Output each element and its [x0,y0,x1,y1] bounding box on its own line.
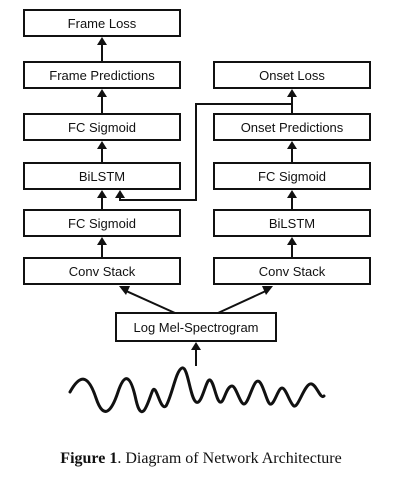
node-frame-fc-sigmoid-top: FC Sigmoid [23,113,181,141]
figure-caption: Figure 1. Diagram of Network Architectur… [0,450,402,468]
node-frame-predictions-label: Frame Predictions [49,68,155,83]
node-frame-loss: Frame Loss [23,9,181,37]
figure-caption-label: Figure 1 [60,450,118,467]
node-frame-conv-stack-label: Conv Stack [69,264,136,279]
edge-onset-conv-stack-to-onset-bilstm [287,237,297,258]
audio-waveform-icon [68,366,326,414]
node-onset-conv-stack-label: Conv Stack [259,264,326,279]
figure-caption-text: . Diagram of Network Architecture [117,450,342,467]
node-onset-bilstm: BiLSTM [213,209,371,237]
node-onset-bilstm-label: BiLSTM [269,216,315,231]
edge-onset-fc-sigmoid-to-onset-predictions [287,141,297,163]
node-onset-fc-sigmoid-label: FC Sigmoid [258,169,326,184]
node-frame-predictions: Frame Predictions [23,61,181,89]
node-log-mel-spectrogram-label: Log Mel-Spectrogram [134,320,259,335]
node-onset-conv-stack: Conv Stack [213,257,371,285]
edge-spectrogram-to-onset-conv-stack [217,286,273,314]
node-frame-fc-sigmoid-bottom-label: FC Sigmoid [68,216,136,231]
edge-fc-sigmoid-bottom-to-frame-bilstm [97,190,107,210]
edge-onset-predictions-to-onset-loss [287,89,297,114]
node-frame-conv-stack: Conv Stack [23,257,181,285]
node-frame-bilstm: BiLSTM [23,162,181,190]
node-onset-loss-label: Onset Loss [259,68,325,83]
edge-frame-bilstm-to-fc-sigmoid-top [97,141,107,163]
edge-spectrogram-to-frame-conv-stack [119,286,176,314]
node-frame-fc-sigmoid-bottom: FC Sigmoid [23,209,181,237]
edge-onset-bilstm-to-onset-fc-sigmoid [287,190,297,210]
edge-fc-sigmoid-top-to-frame-predictions [97,89,107,114]
edge-onset-predictions-to-frame-bilstm [115,103,292,201]
edge-frame-predictions-to-frame-loss [97,37,107,62]
edge-frame-conv-stack-to-fc-sigmoid-bottom [97,237,107,258]
node-onset-fc-sigmoid: FC Sigmoid [213,162,371,190]
node-onset-predictions-label: Onset Predictions [241,120,344,135]
node-frame-fc-sigmoid-top-label: FC Sigmoid [68,120,136,135]
node-onset-predictions: Onset Predictions [213,113,371,141]
node-frame-bilstm-label: BiLSTM [79,169,125,184]
node-onset-loss: Onset Loss [213,61,371,89]
node-frame-loss-label: Frame Loss [68,16,137,31]
node-log-mel-spectrogram: Log Mel-Spectrogram [115,312,277,342]
edge-waveform-to-spectrogram [191,342,201,366]
